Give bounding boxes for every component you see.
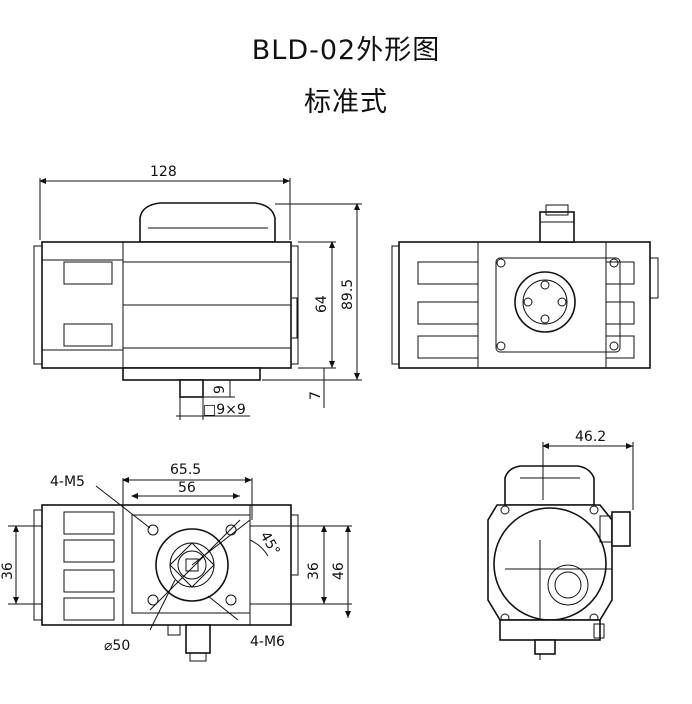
side-view-top: [391, 204, 659, 369]
label-dia: ⌀50: [104, 638, 130, 654]
drawing-subtitle: 标准式: [304, 87, 388, 118]
dim-shaft-height: 9: [212, 385, 228, 394]
dim-width: 46.2: [575, 429, 606, 445]
dim-46: 46: [331, 562, 347, 580]
dim-base: 7: [308, 391, 324, 400]
end-view: 46.2: [487, 429, 634, 660]
dim-square: □9×9: [203, 402, 246, 418]
dim-pcd2: 56: [178, 480, 196, 496]
dim-length: 128: [150, 164, 177, 180]
dim-height-total: 89.5: [340, 279, 356, 310]
bottom-view: 65.5 56 4-M5 45° 36 36 46 ⌀50 4-M6: [0, 462, 352, 662]
label-m6: 4-M6: [250, 634, 285, 650]
dim-36-left: 36: [0, 562, 16, 580]
dim-height-body: 64: [314, 295, 330, 313]
label-m5: 4-M5: [50, 474, 85, 490]
dim-36-right: 36: [306, 562, 322, 580]
front-view: 128 89.5 64 7 9 □9×9: [33, 164, 362, 420]
dim-pcd1: 65.5: [170, 462, 201, 478]
drawing-title: BLD-02外形图: [251, 35, 441, 66]
